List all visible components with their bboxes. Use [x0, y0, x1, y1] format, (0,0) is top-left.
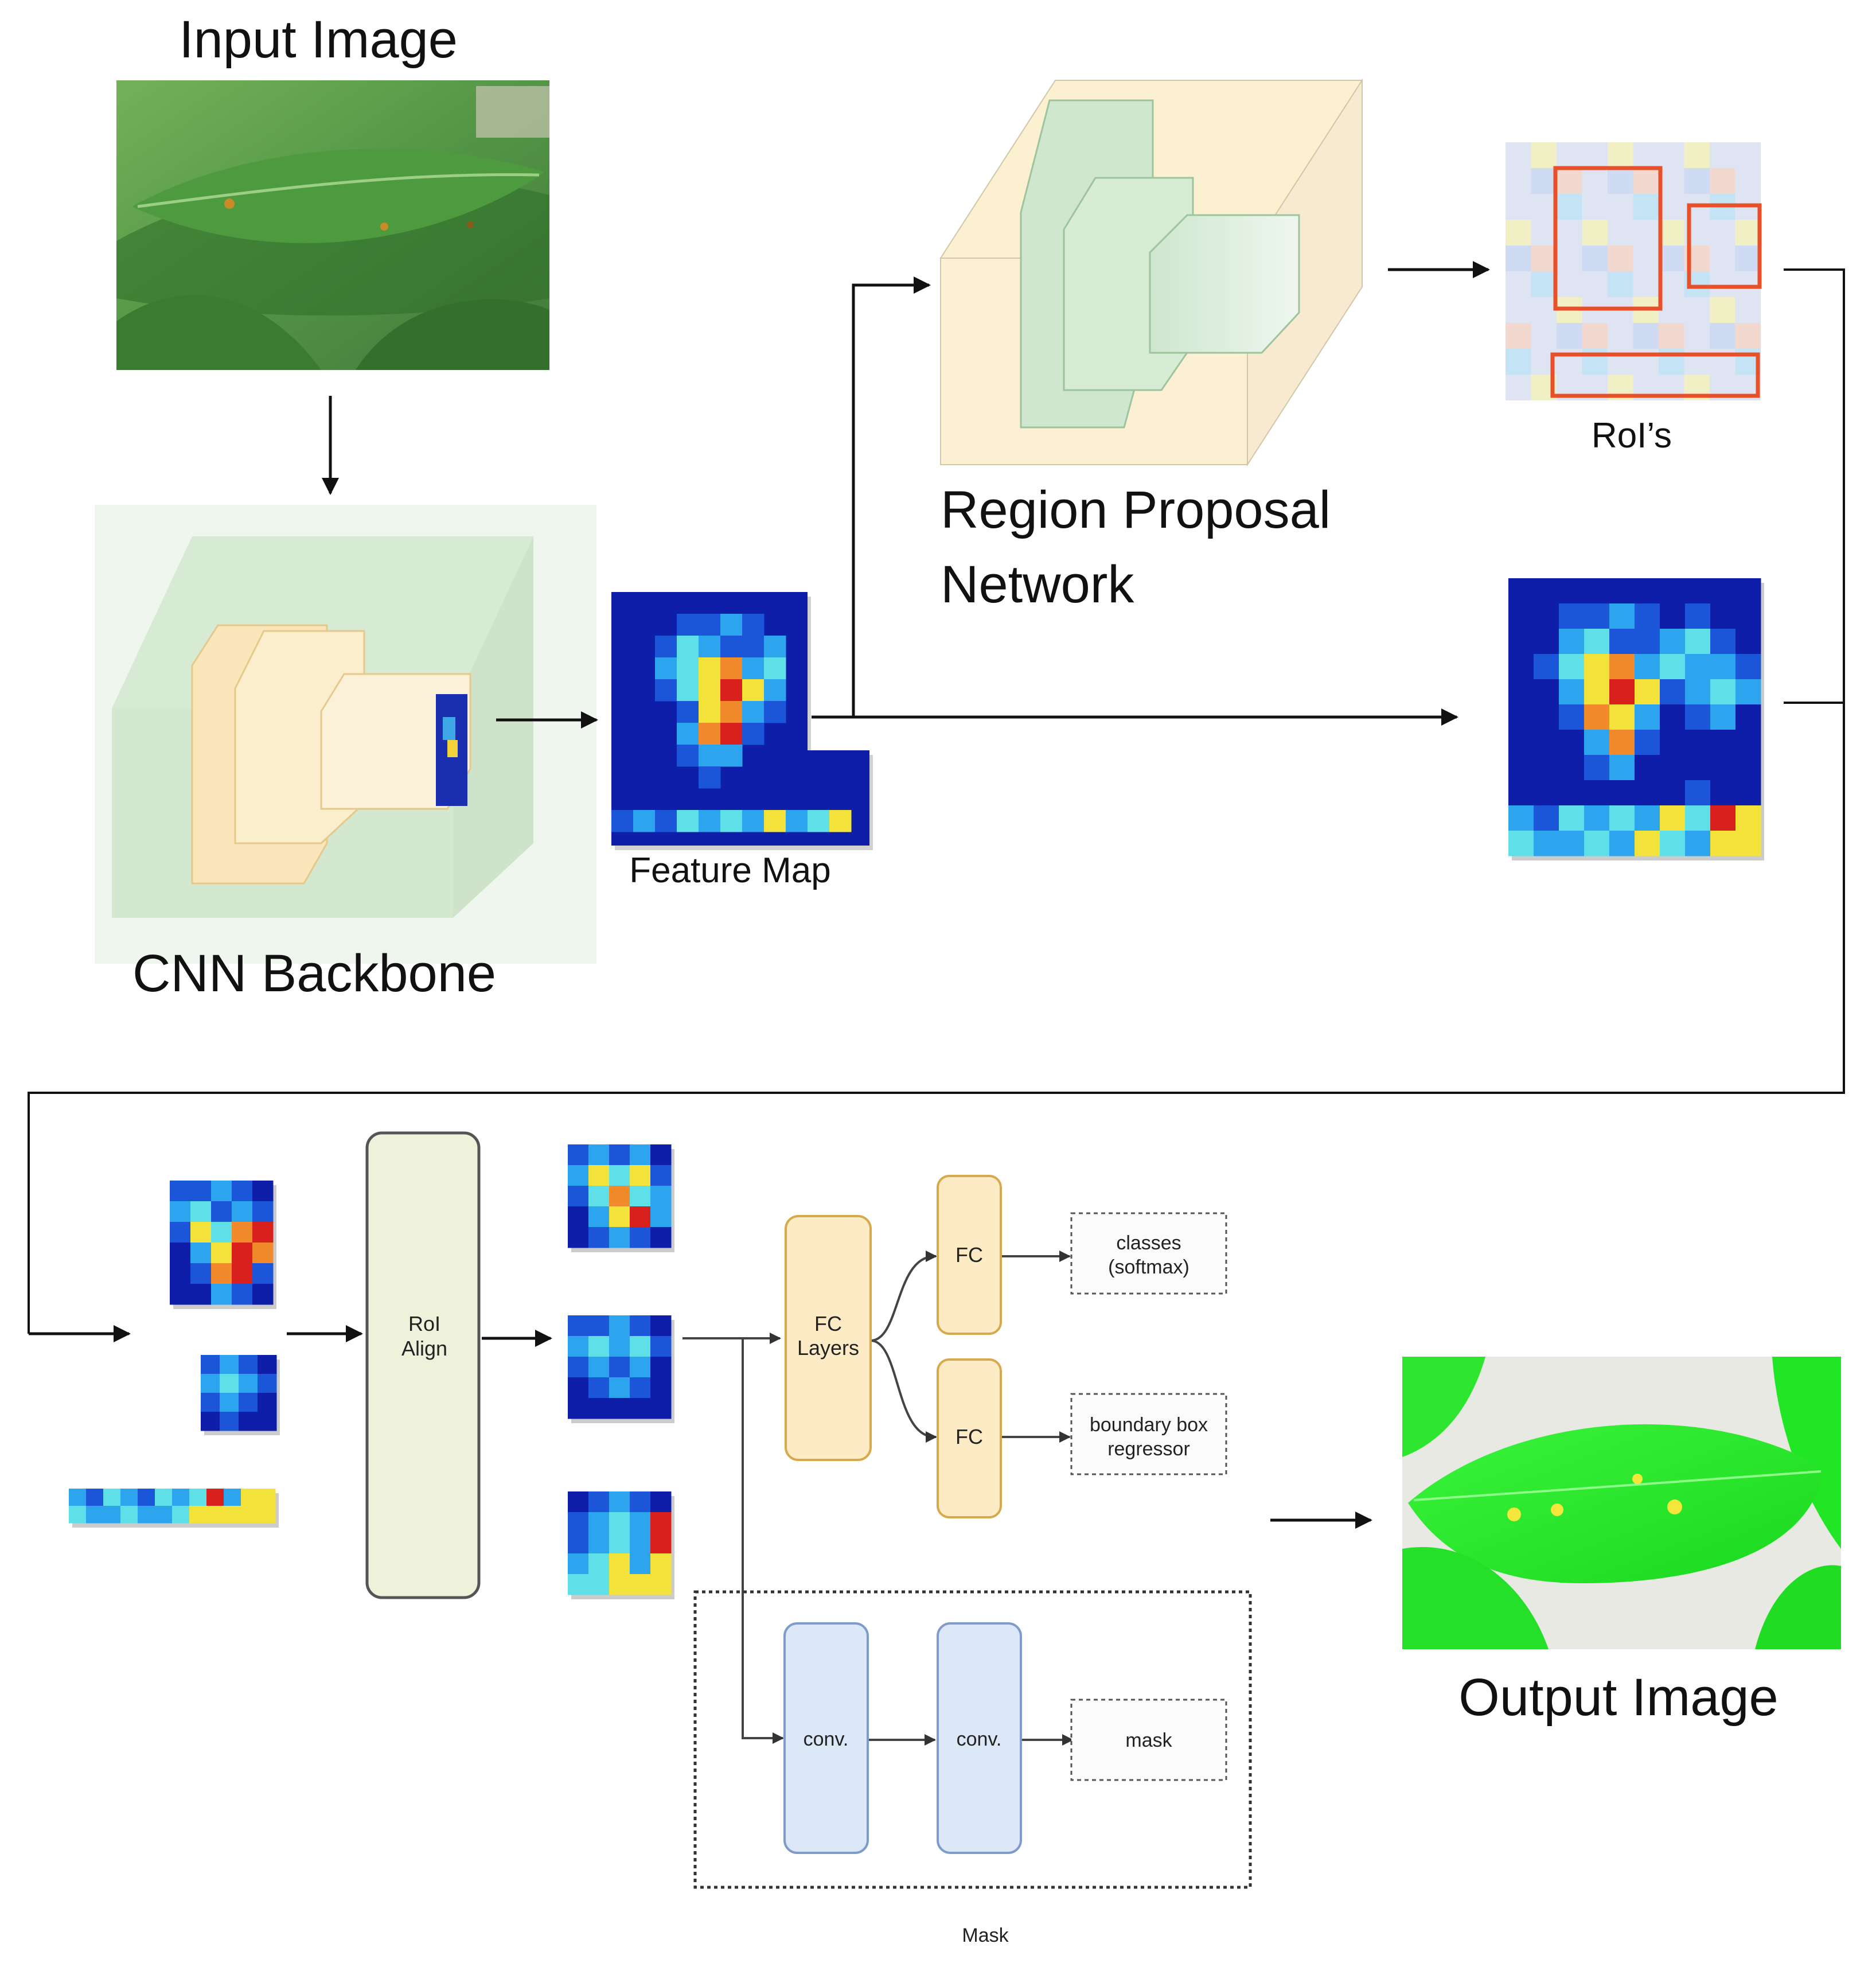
aligned-roi-1: [568, 1144, 674, 1252]
fc-layers-label-line2: Layers: [797, 1336, 859, 1360]
conv1-block: [783, 1622, 869, 1854]
region-proposal-network-cube: [939, 78, 1363, 467]
feature-map-label: Feature Map: [629, 851, 831, 890]
fc-bottom-label: FC: [955, 1425, 983, 1448]
feature-map-connectors: [812, 276, 1458, 726]
mask-output-box: [1070, 1699, 1227, 1781]
aligned-roi-2: [568, 1315, 674, 1423]
classes-label-line1: classes: [1116, 1232, 1181, 1254]
rpn-label-line1: Region Proposal: [941, 481, 1331, 539]
classes-label-line2: (softmax): [1108, 1256, 1189, 1278]
fc-layers-block: [785, 1215, 872, 1461]
bbox-regressor-output-box: [1070, 1393, 1227, 1475]
classes-output-box: [1070, 1212, 1227, 1295]
rois-label: RoI’s: [1592, 416, 1672, 455]
roi-crop-large: [170, 1181, 276, 1309]
output-image-label: Output Image: [1458, 1668, 1778, 1727]
mask-box-label: mask: [1125, 1730, 1172, 1751]
roi-crop-small: [201, 1355, 280, 1435]
roi-align-block: [365, 1131, 481, 1599]
fc-layers-label-line1: FC: [814, 1312, 842, 1335]
right-side-routing: [28, 268, 1845, 1342]
feature-map-copy-heatmap: [1508, 578, 1764, 860]
roi-align-label-line2: Align: [401, 1337, 447, 1360]
head-connectors: [682, 1251, 1074, 1746]
mask-region-label: Mask: [962, 1925, 1009, 1946]
roi-align-label-line1: RoI: [408, 1312, 440, 1335]
roi-crop-strip: [69, 1489, 279, 1528]
output-leaf-image: [1402, 1357, 1841, 1649]
feature-map-heatmap: [611, 592, 873, 850]
conv2-label: conv.: [957, 1728, 1002, 1750]
input-leaf-image: [116, 80, 549, 370]
cnn-backbone-label: CNN Backbone: [132, 944, 496, 1003]
input-image-label: Input Image: [179, 10, 458, 69]
bbox-label-line1: boundary box: [1090, 1414, 1208, 1436]
fc-top-block: [937, 1175, 1002, 1335]
aligned-roi-3: [568, 1491, 674, 1599]
conv2-block: [937, 1622, 1022, 1854]
bbox-label-line2: regressor: [1107, 1438, 1190, 1460]
conv1-label: conv.: [804, 1728, 849, 1750]
fc-bottom-block: [937, 1358, 1002, 1518]
rpn-label-line2: Network: [941, 555, 1134, 614]
mask-branch-region: [693, 1590, 1252, 1889]
cnn-backbone-cube: [95, 505, 596, 964]
rois-panel: [1506, 142, 1762, 400]
fc-top-label: FC: [955, 1243, 983, 1267]
